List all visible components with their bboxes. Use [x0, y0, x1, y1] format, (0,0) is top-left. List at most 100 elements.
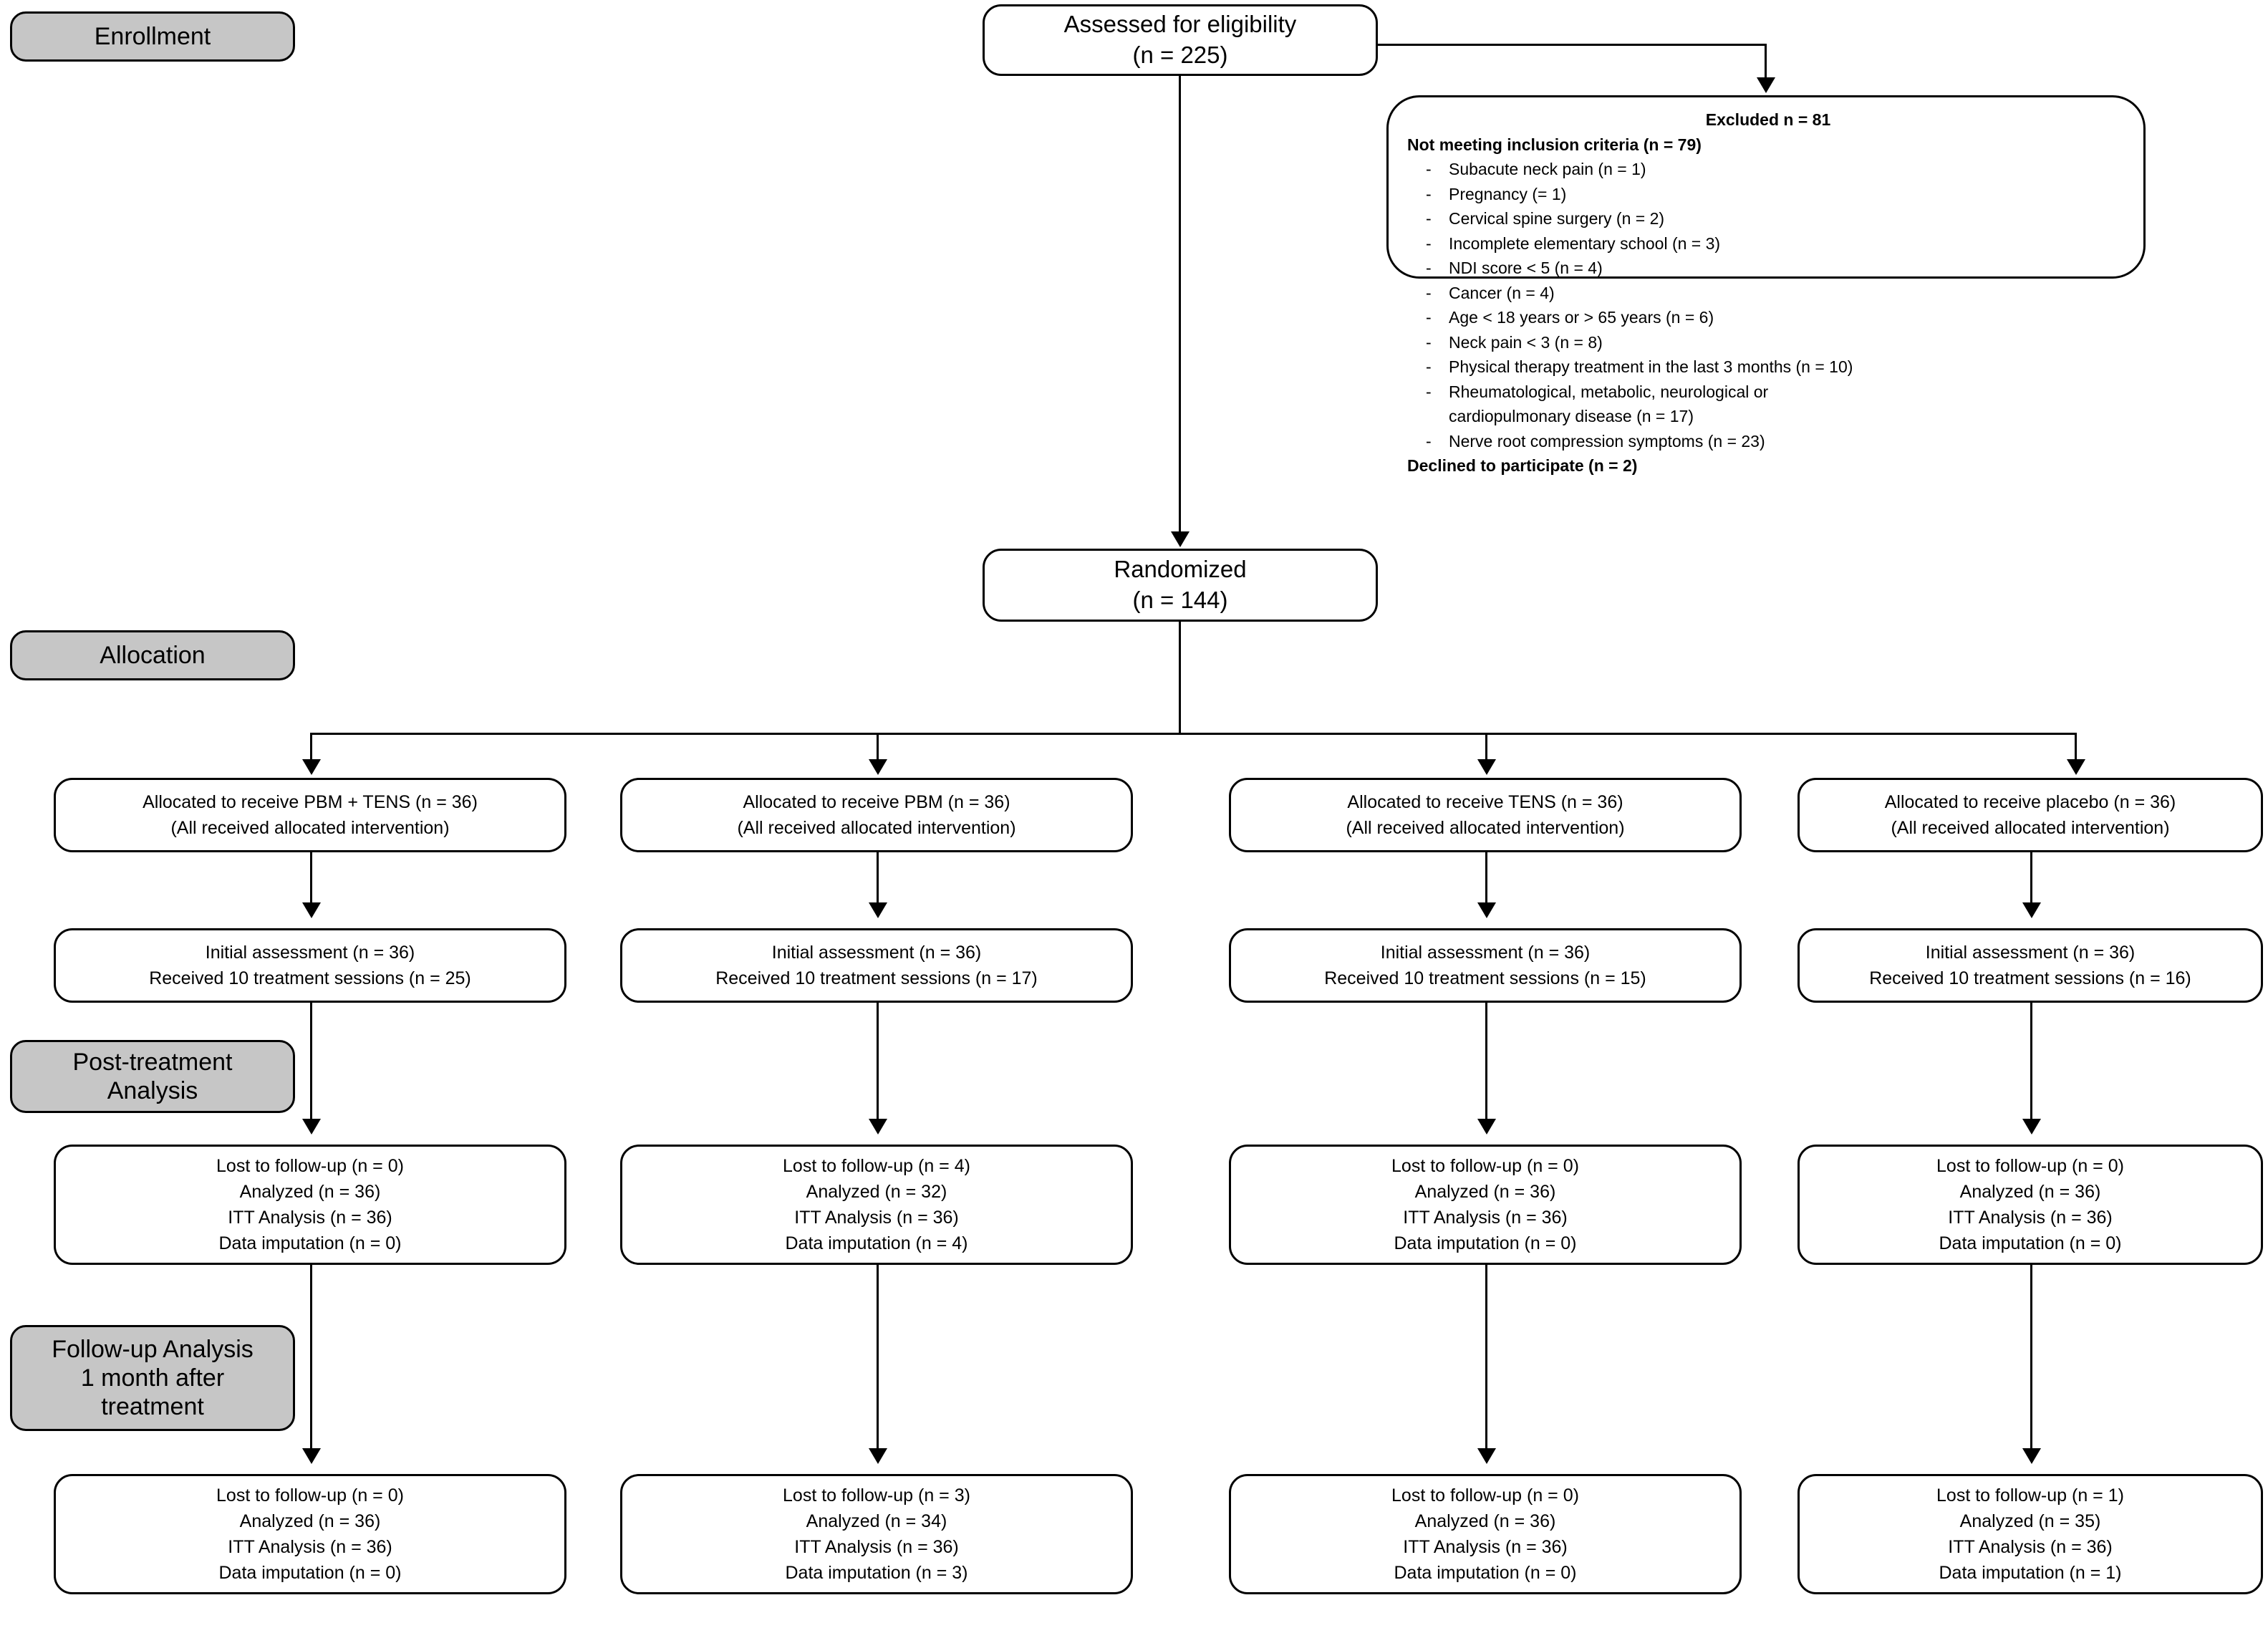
- excluded-reason-item: -Physical therapy treatment in the last …: [1407, 355, 1853, 380]
- stage-follow-line3: treatment: [101, 1393, 204, 1421]
- allocation-box-arm2: Allocated to receive PBM (n = 36) (All r…: [620, 778, 1133, 852]
- stage-label-enrollment: Enrollment: [10, 11, 295, 62]
- followup-line2: Analyzed (n = 36): [239, 1511, 381, 1531]
- stage-post-line1: Post-treatment: [72, 1048, 233, 1076]
- excluded-declined: Declined to participate (n = 2): [1407, 456, 1638, 475]
- excluded-reason-text: Rheumatological, metabolic, neurological…: [1449, 382, 1769, 426]
- followup-analysis-box-arm1: Lost to follow-up (n = 0) Analyzed (n = …: [54, 1474, 566, 1594]
- bullet-dash: -: [1426, 283, 1432, 302]
- excluded-reason-text: NDI score < 5 (n = 4): [1449, 259, 1603, 277]
- excluded-reason-text: Incomplete elementary school (n = 3): [1449, 233, 1721, 253]
- excluded-reason-item: -Rheumatological, metabolic, neurologica…: [1407, 380, 1884, 429]
- arrow-arm1-post: [302, 1119, 321, 1135]
- connector-arm4-post-to-followup: [2030, 1265, 2032, 1450]
- followup-line2: Analyzed (n = 36): [1414, 1511, 1556, 1531]
- connector-arm2-alloc-to-initial: [877, 852, 879, 904]
- followup-line1: Lost to follow-up (n = 0): [1391, 1485, 1579, 1506]
- excluded-reason-item: -Age < 18 years or > 65 years (n = 6): [1407, 305, 1714, 330]
- post-analysis-box-arm1: Lost to follow-up (n = 0) Analyzed (n = …: [54, 1145, 566, 1265]
- followup-analysis-box-arm3: Lost to follow-up (n = 0) Analyzed (n = …: [1229, 1474, 1742, 1594]
- allocation-line1: Allocated to receive PBM (n = 36): [743, 791, 1010, 812]
- excluded-reason-item: -Incomplete elementary school (n = 3): [1407, 231, 1720, 256]
- connector-arm3-initial-to-post: [1485, 1003, 1487, 1121]
- excluded-reason-item: -Subacute neck pain (n = 1): [1407, 157, 1646, 182]
- excluded-header: Excluded n = 81: [1705, 110, 1831, 129]
- connector-allocation-bus: [310, 733, 2077, 735]
- initial-line2: Received 10 treatment sessions (n = 15): [1324, 968, 1646, 988]
- allocation-box-arm1: Allocated to receive PBM + TENS (n = 36)…: [54, 778, 566, 852]
- bullet-dash: -: [1426, 259, 1432, 277]
- allocation-line2: (All received allocated intervention): [1346, 818, 1625, 838]
- connector-arm2-post-to-followup: [877, 1265, 879, 1450]
- allocation-box-arm3: Allocated to receive TENS (n = 36) (All …: [1229, 778, 1742, 852]
- bullet-dash: -: [1426, 332, 1432, 352]
- excluded-reason-item: -Nerve root compression symptoms (n = 23…: [1407, 429, 1765, 454]
- arrow-to-allocation-arm1: [302, 759, 321, 775]
- randomized-line1: Randomized: [1114, 556, 1247, 583]
- stage-enrollment-text: Enrollment: [94, 22, 211, 50]
- followup-line2: Analyzed (n = 34): [806, 1511, 947, 1531]
- post-line3: ITT Analysis (n = 36): [794, 1208, 959, 1228]
- stage-label-allocation: Allocation: [10, 630, 295, 680]
- excluded-reason-text: Age < 18 years or > 65 years (n = 6): [1449, 308, 1714, 327]
- allocation-line1: Allocated to receive PBM + TENS (n = 36): [143, 791, 478, 812]
- connector-eligibility-to-randomized: [1179, 76, 1181, 533]
- excluded-reason-text: Nerve root compression symptoms (n = 23): [1449, 431, 1765, 451]
- connector-arm1-initial-to-post: [310, 1003, 312, 1121]
- allocation-line1: Allocated to receive placebo (n = 36): [1884, 791, 2176, 812]
- connector-drop-arm1: [310, 733, 312, 761]
- arrow-arm4-post: [2022, 1119, 2041, 1135]
- connector-arm4-initial-to-post: [2030, 1003, 2032, 1121]
- connector-drop-arm4: [2075, 733, 2077, 761]
- post-line2: Analyzed (n = 36): [1959, 1181, 2101, 1202]
- connector-arm1-post-to-followup: [310, 1265, 312, 1450]
- excluded-reason-item: -Pregnancy (= 1): [1407, 182, 1566, 207]
- followup-line1: Lost to follow-up (n = 1): [1936, 1485, 2124, 1506]
- bullet-dash: -: [1426, 233, 1432, 253]
- initial-assessment-box-arm2: Initial assessment (n = 36) Received 10 …: [620, 928, 1133, 1003]
- followup-line3: ITT Analysis (n = 36): [228, 1537, 392, 1557]
- bullet-dash: -: [1426, 209, 1432, 228]
- arrow-arm2-initial: [869, 902, 887, 918]
- bullet-dash: -: [1426, 357, 1432, 376]
- arrow-arm2-post: [869, 1119, 887, 1135]
- connector-arm4-alloc-to-initial: [2030, 852, 2032, 904]
- bullet-dash: -: [1426, 184, 1432, 203]
- post-line3: ITT Analysis (n = 36): [1948, 1208, 2113, 1228]
- allocation-line2: (All received allocated intervention): [737, 818, 1016, 838]
- arrow-arm1-followup: [302, 1448, 321, 1464]
- followup-line1: Lost to follow-up (n = 3): [783, 1485, 970, 1506]
- followup-line4: Data imputation (n = 0): [218, 1563, 402, 1584]
- post-line1: Lost to follow-up (n = 0): [1936, 1155, 2124, 1176]
- followup-line1: Lost to follow-up (n = 0): [216, 1485, 404, 1506]
- arrow-arm1-initial: [302, 902, 321, 918]
- stage-label-follow-up: Follow-up Analysis 1 month after treatme…: [10, 1325, 295, 1431]
- bullet-dash: -: [1426, 382, 1432, 401]
- bullet-dash: -: [1426, 308, 1432, 327]
- post-line1: Lost to follow-up (n = 0): [216, 1155, 404, 1176]
- initial-assessment-box-arm3: Initial assessment (n = 36) Received 10 …: [1229, 928, 1742, 1003]
- arrow-to-allocation-arm4: [2067, 759, 2085, 775]
- followup-line4: Data imputation (n = 3): [785, 1563, 968, 1584]
- arrow-arm3-followup: [1477, 1448, 1496, 1464]
- excluded-reason-text: Subacute neck pain (n = 1): [1449, 160, 1646, 178]
- initial-assessment-box-arm4: Initial assessment (n = 36) Received 10 …: [1797, 928, 2263, 1003]
- connector-eligibility-to-excluded-vertical: [1765, 44, 1767, 80]
- initial-assessment-box-arm1: Initial assessment (n = 36) Received 10 …: [54, 928, 566, 1003]
- post-line3: ITT Analysis (n = 36): [1403, 1208, 1568, 1228]
- excluded-reason-item: -Cervical spine surgery (n = 2): [1407, 206, 1664, 231]
- arrow-arm3-post: [1477, 1119, 1496, 1135]
- allocation-line1: Allocated to receive TENS (n = 36): [1347, 791, 1623, 812]
- excluded-reason-text: Cervical spine surgery (n = 2): [1449, 209, 1665, 228]
- initial-line1: Initial assessment (n = 36): [771, 942, 982, 963]
- post-analysis-box-arm4: Lost to follow-up (n = 0) Analyzed (n = …: [1797, 1145, 2263, 1265]
- connector-randomized-stem: [1179, 622, 1181, 734]
- stage-follow-line2: 1 month after: [80, 1364, 225, 1392]
- stage-follow-line1: Follow-up Analysis: [52, 1335, 254, 1363]
- excluded-subheader: Not meeting inclusion criteria (n = 79): [1407, 135, 1702, 154]
- connector-arm3-post-to-followup: [1485, 1265, 1487, 1450]
- post-line4: Data imputation (n = 0): [1394, 1233, 1577, 1254]
- followup-analysis-box-arm2: Lost to follow-up (n = 3) Analyzed (n = …: [620, 1474, 1133, 1594]
- allocation-line2: (All received allocated intervention): [1891, 818, 2170, 838]
